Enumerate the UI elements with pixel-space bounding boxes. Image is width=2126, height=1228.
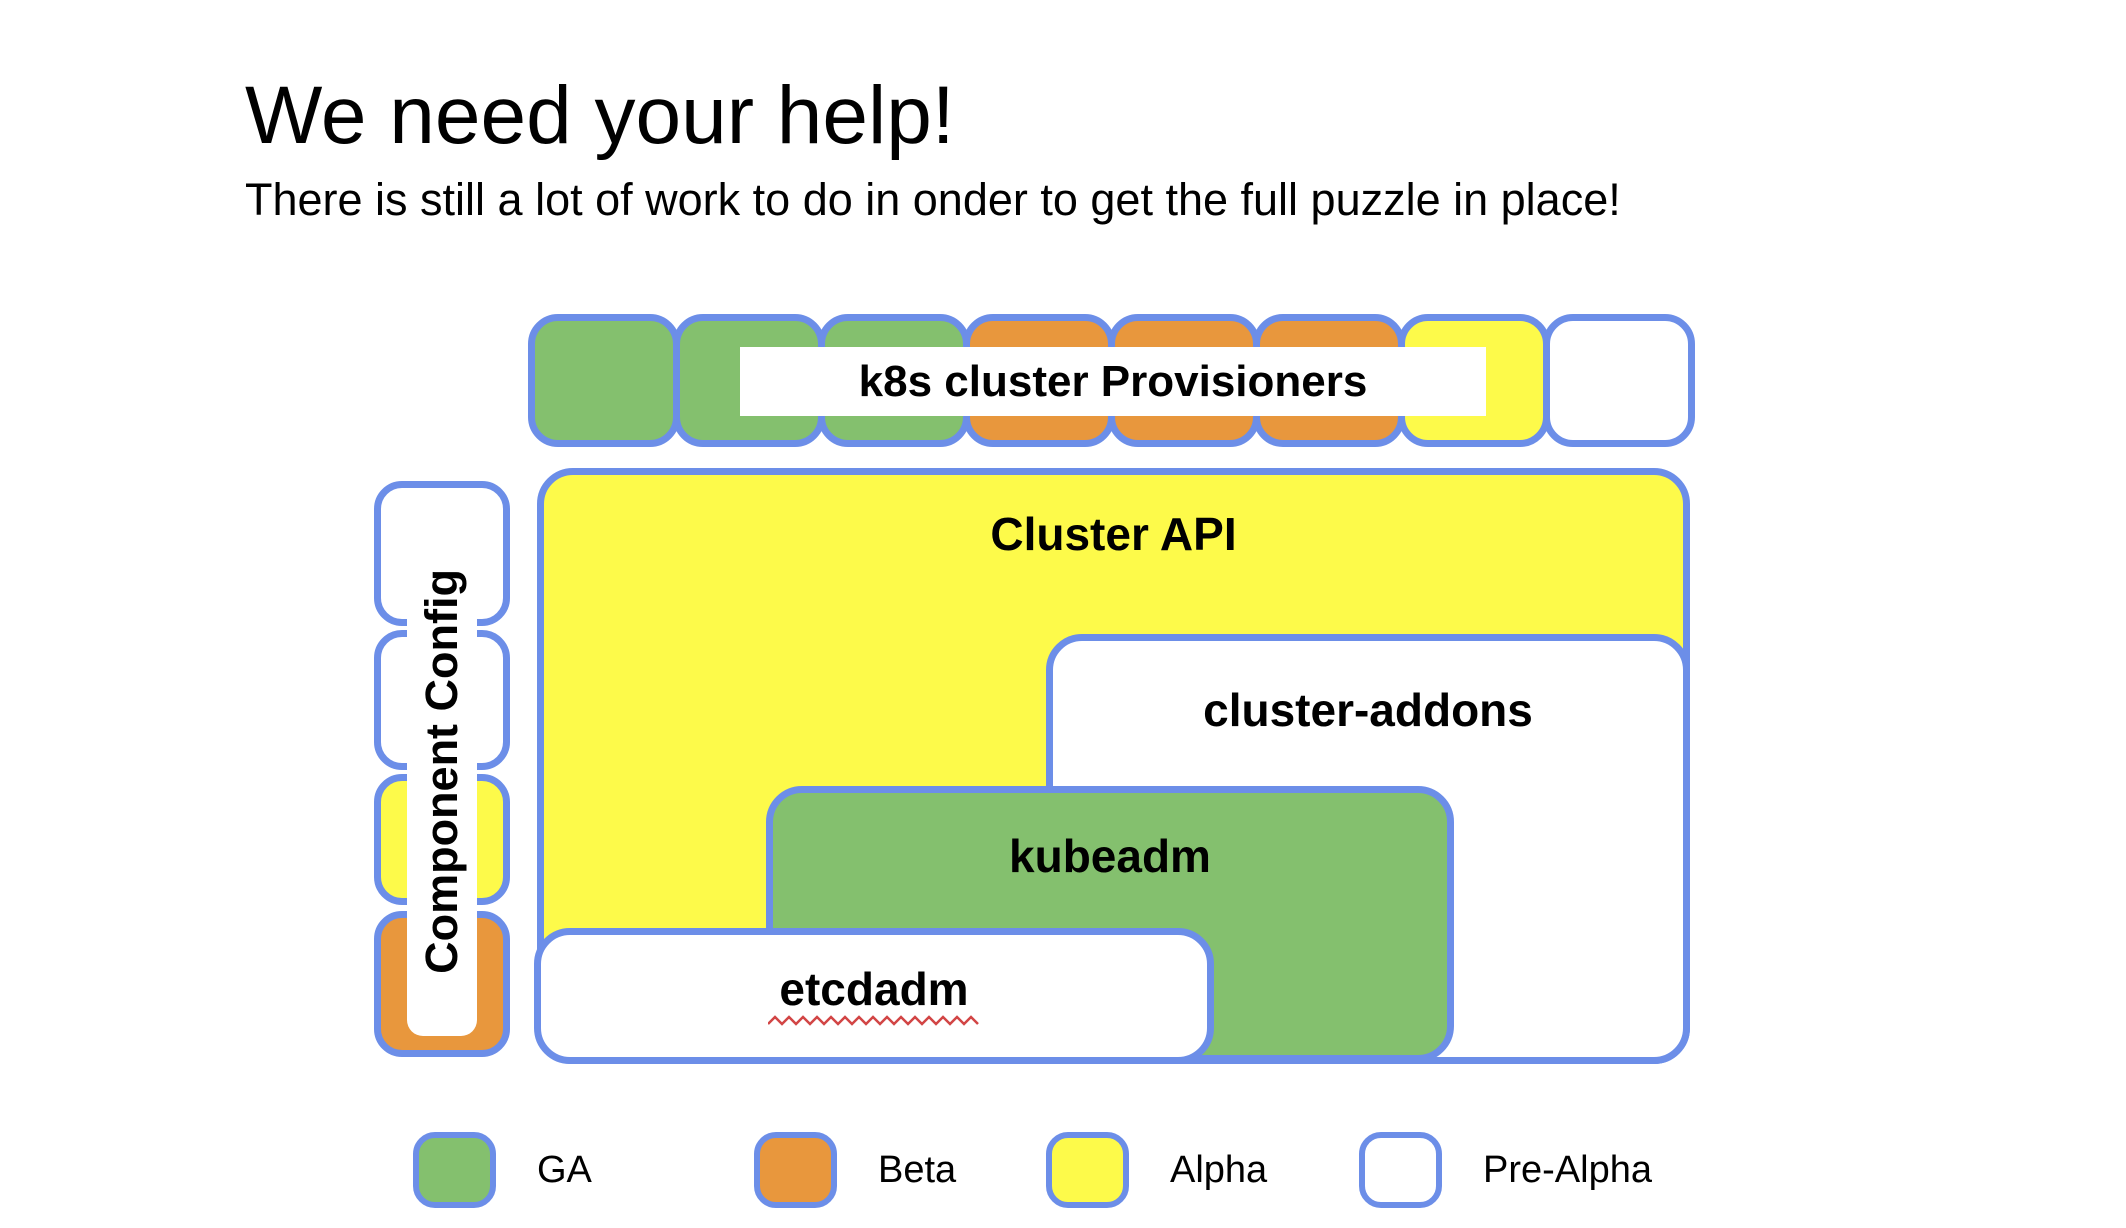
puzzle-piece-1 xyxy=(528,314,680,447)
cluster-api-label: Cluster API xyxy=(990,508,1237,560)
provisioners-label: k8s cluster Provisioners xyxy=(858,356,1368,406)
legend-label-beta: Beta xyxy=(878,1148,957,1191)
component-config-label-box: Component Config xyxy=(407,506,477,1036)
legend-item-pre-alpha: Pre-Alpha xyxy=(1359,1132,1652,1208)
legend-label-alpha: Alpha xyxy=(1170,1148,1268,1191)
page-subtitle: There is still a lot of work to do in on… xyxy=(245,174,1621,225)
block-etcdadm: etcdadm xyxy=(534,928,1214,1064)
legend-swatch-pre-alpha xyxy=(1359,1132,1442,1208)
provisioners-label-band: k8s cluster Provisioners xyxy=(740,347,1486,416)
legend-swatch-beta xyxy=(754,1132,837,1208)
kubeadm-label: kubeadm xyxy=(1009,830,1211,882)
cluster-addons-label: cluster-addons xyxy=(1203,684,1533,736)
legend-item-alpha: Alpha xyxy=(1046,1132,1267,1208)
legend-swatch-alpha xyxy=(1046,1132,1129,1208)
legend-item-beta: Beta xyxy=(754,1132,956,1208)
legend-label-pre-alpha: Pre-Alpha xyxy=(1483,1148,1652,1191)
legend-item-ga: GA xyxy=(413,1132,592,1208)
component-config-label: Component Config xyxy=(416,568,467,974)
legend-swatch-ga xyxy=(413,1132,496,1208)
legend-label-ga: GA xyxy=(537,1148,592,1191)
puzzle-piece-8 xyxy=(1543,314,1695,447)
spellcheck-underline-icon xyxy=(768,1015,979,1026)
etcdadm-label: etcdadm xyxy=(779,962,969,1015)
page-title: We need your help! xyxy=(245,69,955,161)
